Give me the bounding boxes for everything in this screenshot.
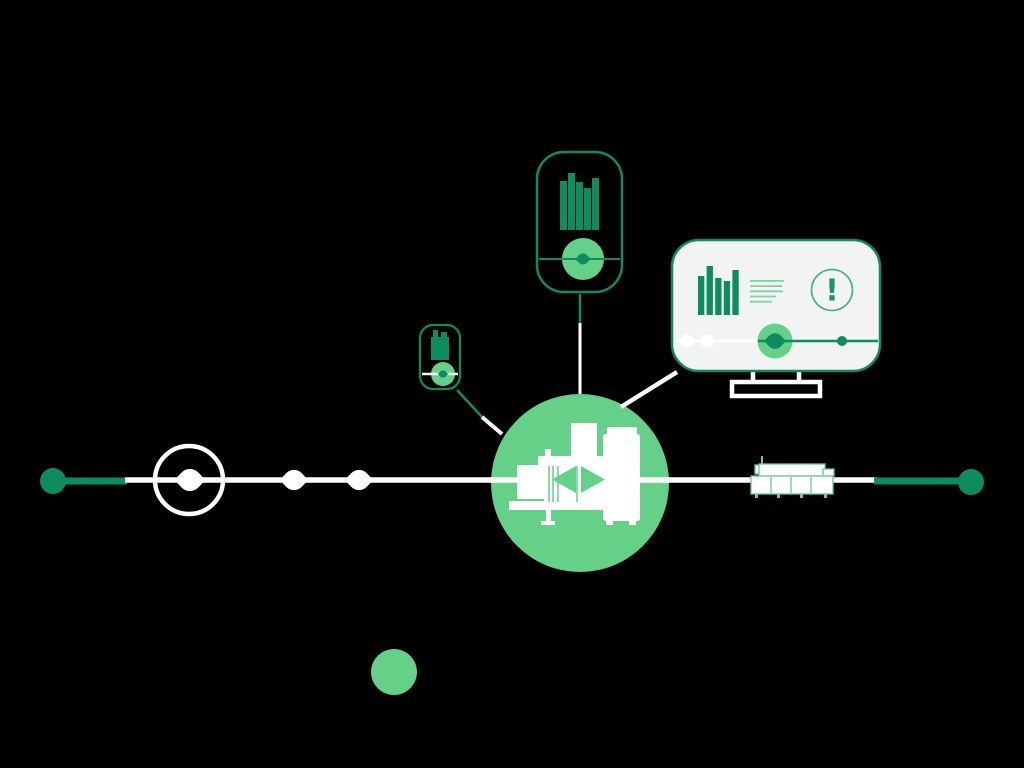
monitor-bar-chart	[698, 266, 739, 315]
conveyor-top-slab	[758, 463, 826, 477]
phone-large-bar-chart	[560, 173, 599, 230]
bar-1	[698, 276, 705, 315]
monitor-stand	[729, 369, 823, 399]
connector-phone-small-white	[480, 415, 504, 436]
text-line-2	[750, 285, 782, 287]
machine-arrow-gap-right	[581, 466, 605, 493]
alert-exclamation-glyph: !	[825, 274, 839, 309]
text-line-4	[750, 295, 776, 298]
stage-node-1	[172, 468, 208, 492]
timeline-start-dot	[40, 468, 66, 494]
conveyor-feet	[755, 494, 827, 498]
machine-foot	[541, 521, 555, 525]
machine-arrow-gap-left	[552, 466, 576, 493]
stage-highlight-ring	[152, 443, 226, 517]
alert-icon: !	[810, 268, 854, 312]
phone-small-outline	[418, 323, 462, 391]
text-line-5	[750, 300, 772, 303]
phone-large-outline	[535, 150, 624, 294]
connector-phone-small-green	[456, 389, 483, 418]
machine-tank	[603, 434, 640, 521]
machine-tank-lid	[607, 427, 637, 435]
battery-icon	[431, 330, 449, 360]
machine-tank-foot-left	[606, 520, 613, 525]
conveyor-top-step	[822, 468, 835, 477]
bar-3	[715, 278, 722, 315]
connector-monitor-white	[619, 370, 679, 409]
bar-3	[576, 182, 583, 230]
conveyor-machine	[750, 456, 835, 498]
monitor-timeline-node-1	[680, 334, 694, 348]
phone-large	[535, 150, 624, 294]
bar-2	[706, 266, 713, 315]
machine-tower	[571, 423, 597, 461]
connectors	[456, 294, 679, 436]
phone-small	[418, 323, 462, 391]
machine-left-box	[517, 465, 544, 499]
stage-node-3	[342, 469, 376, 491]
machine-knob	[545, 449, 551, 456]
stage-node-2	[277, 469, 311, 491]
timeline-end-dot	[958, 469, 984, 495]
bar-4	[723, 281, 731, 315]
monitor-screen	[670, 238, 882, 373]
machine-panel-slits	[548, 466, 578, 502]
bar-5	[592, 178, 599, 230]
bar-4	[584, 188, 591, 230]
text-line-3	[750, 290, 783, 293]
monitor-mini-timeline	[674, 323, 878, 359]
alert-icon-ring	[810, 268, 854, 312]
bar-2	[568, 173, 575, 230]
conveyor-body	[750, 475, 834, 495]
monitor-text-lines	[750, 280, 784, 303]
monitor-timeline-node-2	[700, 334, 714, 348]
machine-illustration	[509, 423, 640, 525]
bar-5	[732, 270, 739, 315]
bottom-accent-dot	[371, 649, 417, 695]
machine-lower-bar	[509, 501, 611, 510]
text-line-1	[750, 280, 784, 282]
machine-leg	[546, 510, 551, 522]
monitor-timeline-dot	[837, 336, 847, 346]
conveyor-dividers	[770, 477, 812, 493]
bar-1	[560, 181, 567, 230]
machine-tank-foot-right	[629, 520, 636, 525]
monitor: !	[670, 238, 882, 399]
